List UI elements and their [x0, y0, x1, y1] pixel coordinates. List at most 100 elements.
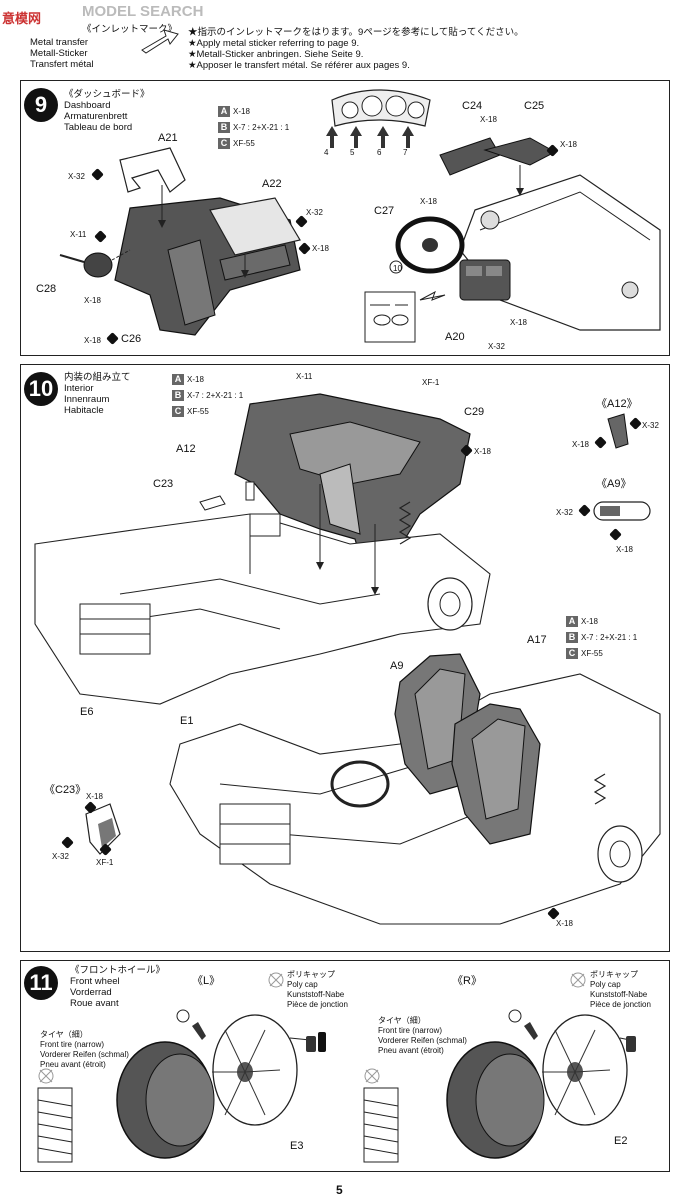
part-a9: A9: [390, 660, 404, 672]
step-10-fr: Habitacle: [64, 405, 104, 416]
tire-en: Front tire (narrow): [40, 1040, 105, 1049]
callout-x32: X-32: [306, 208, 323, 217]
part-a22: A22: [262, 178, 282, 190]
tire-fr: Pneu avant (étroit): [40, 1060, 106, 1069]
step-10-en: Interior: [64, 383, 94, 394]
detail-c23-title: 《C23》: [44, 784, 87, 796]
callout-x18: X-18: [572, 440, 589, 449]
callout-x11: X-11: [296, 372, 313, 381]
metal-transfer-de: Metall-Sticker: [30, 48, 88, 59]
step-10-de: Innenraum: [64, 394, 110, 405]
step-11-en: Front wheel: [70, 976, 120, 987]
page-number: 5: [336, 1183, 343, 1197]
gauge-7: 7: [403, 148, 408, 157]
polycap-en: Poly cap: [590, 980, 621, 989]
note-jp: ★指示のインレットマークをはります。9ページを参考にして貼ってください。: [188, 27, 524, 38]
side-right-label: 《R》: [452, 975, 482, 987]
polycap-fr: Pièce de jonction: [287, 1000, 348, 1009]
polycap-jp: ポリキャップ: [590, 970, 638, 979]
part-c26: C26: [121, 333, 142, 345]
step-9-number: 9: [24, 88, 58, 122]
callout-x32: X-32: [488, 342, 505, 351]
part-e2: E2: [614, 1135, 628, 1147]
callout-x18: X-18: [556, 919, 573, 928]
tire-jp: タイヤ（細）: [378, 1016, 426, 1025]
callout-x18: X-18: [420, 197, 437, 206]
step-9-fr: Tableau de bord: [64, 122, 133, 133]
metal-transfer-fr: Transfert métal: [30, 59, 94, 70]
gauge-4: 4: [324, 148, 329, 157]
tire-en: Front tire (narrow): [378, 1026, 443, 1035]
part-c28: C28: [36, 283, 57, 295]
part-e6: E6: [80, 706, 94, 718]
step-10-jp: 内装の組み立て: [64, 372, 131, 383]
note-fr: ★Apposer le transfert métal. Se référer …: [188, 60, 410, 71]
callout-x18: X-18: [560, 140, 577, 149]
step-11-drawing: [37, 972, 636, 1163]
part-a17: A17: [527, 634, 547, 646]
gauge-5: 5: [350, 148, 355, 157]
callout-x32: X-32: [642, 421, 659, 430]
callout-x11: X-11: [70, 230, 87, 239]
circle-10: 10: [393, 264, 402, 273]
callout-x18: X-18: [616, 545, 633, 554]
note-en: ★Apply metal sticker referring to page 9…: [188, 38, 360, 49]
tire-fr: Pneu avant (étroit): [378, 1046, 444, 1055]
polycap-en: Poly cap: [287, 980, 318, 989]
jp-inlet-note: 《インレットマーク》: [82, 24, 178, 35]
callout-xf1: XF-1: [422, 378, 440, 387]
gauge-6: 6: [377, 148, 382, 157]
note-de: ★Metall-Sticker anbringen. Siehe Seite 9…: [188, 49, 364, 60]
callout-x18: X-18: [84, 336, 101, 345]
callout-x18: X-18: [84, 296, 101, 305]
step-9-en: Dashboard: [64, 100, 111, 111]
part-c27: C27: [374, 205, 395, 217]
part-a21: A21: [158, 132, 178, 144]
pointer-arrow-icon: [141, 29, 179, 54]
step-11-number: 11: [24, 966, 58, 1000]
callout-x18: X-18: [480, 115, 497, 124]
part-e1: E1: [180, 715, 194, 727]
step-11-jp: 《フロントホイール》: [70, 965, 166, 976]
part-c23: C23: [153, 478, 174, 490]
part-e3: E3: [290, 1140, 304, 1152]
polycap-fr: Pièce de jonction: [590, 1000, 651, 1009]
callout-x18: X-18: [510, 318, 527, 327]
step-9-de: Armaturenbrett: [64, 111, 128, 122]
callout-x18: X-18: [86, 792, 103, 801]
part-c25: C25: [524, 100, 545, 112]
tire-jp: タイヤ（細）: [40, 1030, 88, 1039]
callout-x32: X-32: [68, 172, 85, 181]
side-left-label: 《L》: [192, 975, 221, 987]
part-a12: A12: [176, 443, 196, 455]
detail-a12-title: 《A12》: [596, 398, 638, 410]
tire-de: Vorderer Reifen (schmal): [378, 1036, 467, 1045]
polycap-de: Kunststoff-Nabe: [287, 990, 345, 999]
callout-x18: X-18: [312, 244, 329, 253]
callout-x32: X-32: [556, 508, 573, 517]
part-a20: A20: [445, 331, 465, 343]
polycap-de: Kunststoff-Nabe: [590, 990, 648, 999]
step-9-jp: 《ダッシュボード》: [64, 89, 150, 100]
step-10-number: 10: [24, 372, 58, 406]
callout-x18: X-18: [474, 447, 491, 456]
callout-x32: X-32: [52, 852, 69, 861]
polycap-jp: ポリキャップ: [287, 970, 335, 979]
part-c24: C24: [462, 100, 483, 112]
part-c29: C29: [464, 406, 485, 418]
step-10-drawing: [34, 393, 661, 925]
metal-transfer-en: Metal transfer: [30, 37, 89, 48]
watermark: MODEL SEARCH: [82, 3, 204, 20]
step-9-drawing: [59, 89, 661, 343]
callout-xf1: XF-1: [96, 858, 114, 867]
detail-a9-title: 《A9》: [596, 478, 632, 490]
